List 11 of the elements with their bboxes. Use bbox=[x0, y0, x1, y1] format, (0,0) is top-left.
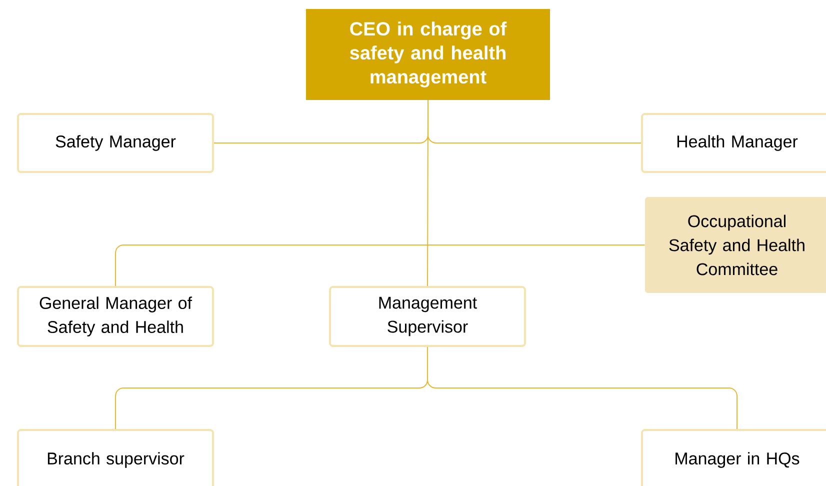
role-box: Manager in HQs bbox=[641, 428, 826, 486]
role-box: Branch supervisor bbox=[17, 428, 214, 486]
connector-line bbox=[427, 100, 428, 286]
committee-box: Occupational Safety and Health Committee bbox=[645, 197, 826, 293]
role-box: Safety Manager bbox=[17, 113, 214, 173]
ceo-box: CEO in charge of safety and health management bbox=[306, 9, 550, 100]
connector-line bbox=[427, 346, 738, 430]
role-box: Management Supervisor bbox=[329, 286, 526, 347]
connector-line bbox=[115, 244, 646, 286]
role-box: General Manager of Safety and Health bbox=[17, 286, 214, 347]
role-box: Health Manager bbox=[641, 113, 826, 173]
